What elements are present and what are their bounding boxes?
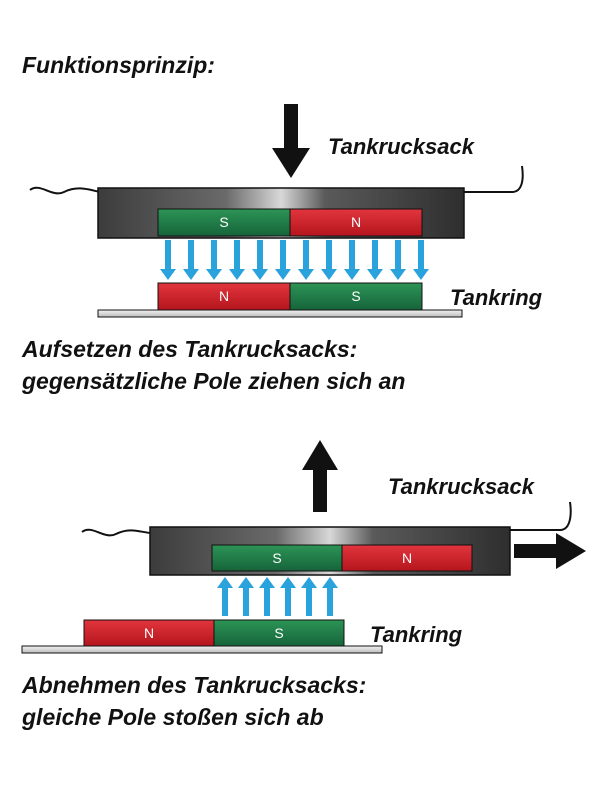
field-arrow-down-icon <box>252 240 268 280</box>
tankring-base-plate <box>21 645 383 654</box>
field-arrow-down-icon <box>367 240 383 280</box>
caption-attach-line-2: gegensätzliche Pole ziehen sich an <box>22 368 406 394</box>
field-arrow-up-icon <box>238 577 254 616</box>
caption-detach-line-1: Abnehmen des Tankrucksacks: <box>22 672 367 698</box>
arrow-right-icon <box>514 533 586 569</box>
tankring-label: Tankring <box>370 622 463 647</box>
magnet-ring-north <box>83 619 215 647</box>
field-arrow-up-icon <box>259 577 275 616</box>
field-arrow-up-icon <box>280 577 296 616</box>
field-arrow-down-icon <box>275 240 291 280</box>
bag-cable-left <box>81 528 151 537</box>
field-arrow-up-icon <box>217 577 233 616</box>
tankrucksack-label: Tankrucksack <box>388 474 536 499</box>
pole-label: N <box>144 625 154 641</box>
tankrucksack-label: Tankrucksack <box>328 134 476 159</box>
field-arrows-up <box>217 577 338 616</box>
arrow-down-icon <box>272 104 310 178</box>
magnet-ring-south <box>213 619 345 647</box>
field-arrow-down-icon <box>321 240 337 280</box>
tankring-label: Tankring <box>450 285 543 310</box>
bag-cable-right <box>462 165 524 193</box>
field-arrow-down-icon <box>298 240 314 280</box>
diagram-title: Funktionsprinzip: <box>22 52 215 78</box>
magnet-bag-north <box>341 544 473 572</box>
pole-label: S <box>272 550 281 566</box>
pole-label: S <box>274 625 283 641</box>
magnet-bag-north <box>289 208 423 237</box>
pole-label: N <box>402 550 412 566</box>
field-arrow-down-icon <box>183 240 199 280</box>
arrow-up-icon <box>302 440 338 512</box>
caption-attach-line-1: Aufsetzen des Tankrucksacks: <box>22 336 358 362</box>
pole-label: S <box>219 214 228 230</box>
pole-label: N <box>219 288 229 304</box>
magnet-bag-south <box>211 544 343 572</box>
field-arrow-down-icon <box>229 240 245 280</box>
magnet-ring-south <box>289 282 423 311</box>
field-arrow-down-icon <box>206 240 222 280</box>
pole-label: S <box>351 288 360 304</box>
bag-cable-left <box>29 186 101 195</box>
field-arrow-up-icon <box>301 577 317 616</box>
scene-attach: S N Tankrucksack N S Tankring <box>29 104 543 318</box>
pole-label: N <box>351 214 361 230</box>
field-arrows-down <box>160 240 429 280</box>
bag-cable-right <box>510 501 572 531</box>
field-arrow-down-icon <box>390 240 406 280</box>
field-arrow-down-icon <box>344 240 360 280</box>
caption-detach-line-2: gleiche Pole stoßen sich ab <box>22 704 324 730</box>
field-arrow-down-icon <box>160 240 176 280</box>
magnet-bag-south <box>157 208 291 237</box>
field-arrow-down-icon <box>413 240 429 280</box>
tankring-base-plate <box>97 309 463 318</box>
field-arrow-up-icon <box>322 577 338 616</box>
scene-detach: Tankrucksack S N N S Tankring <box>21 440 586 654</box>
